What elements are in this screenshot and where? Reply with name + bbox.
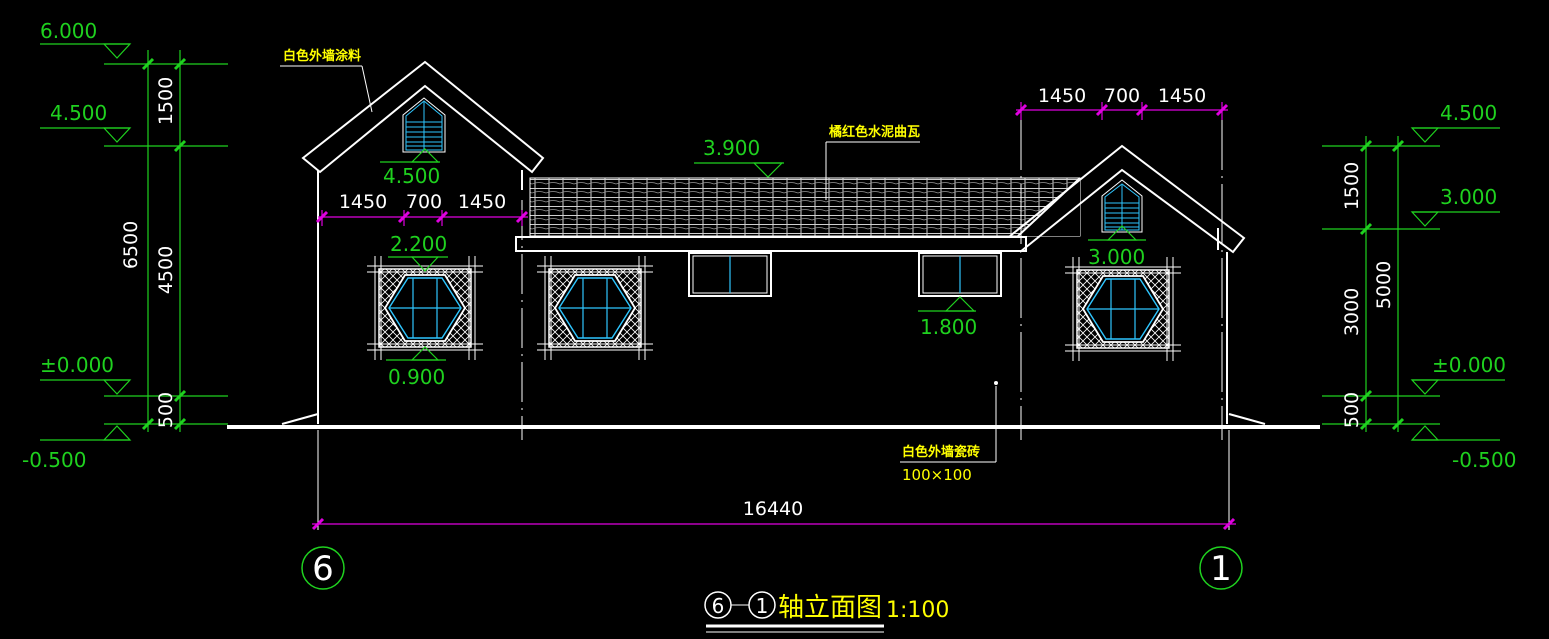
axis-label-right: 1 (1210, 549, 1232, 589)
right-gable-vent (1101, 179, 1143, 233)
gable-dim-right: 1450 700 1450 (1014, 85, 1229, 120)
decor-window-2 (537, 256, 653, 360)
note-wall-tile-size: 100×100 (902, 466, 972, 484)
dim-right-total: 5000 (1373, 261, 1395, 309)
level-4500-right: 4.500 (1440, 101, 1497, 125)
decor-window-3 (1065, 257, 1181, 361)
level-3000-right: 3.000 (1440, 185, 1497, 209)
note-wall-tile: 白色外墙瓷砖 (902, 444, 980, 460)
axis-label-left: 6 (312, 549, 334, 589)
axis-bubble-right: 1 (1199, 546, 1243, 590)
left-level-markers: 6.000 4.500 ±0.000 -0.500 (22, 19, 228, 472)
dim-gable-l-2: 700 (406, 191, 442, 213)
dim-gable-r-2: 700 (1104, 85, 1140, 107)
title-scale: 1:100 (886, 598, 949, 623)
dim-right-mid: 3000 (1341, 288, 1363, 336)
right-dimensions: 1500 3000 500 5000 (1341, 136, 1405, 432)
left-dimensions: 6500 1500 4500 500 (120, 50, 187, 432)
dim-left-upper: 1500 (155, 77, 177, 125)
level-roof-ridge: 3.900 (703, 136, 760, 160)
dim-right-upper: 1500 (1341, 162, 1363, 210)
title-axis-a: 6 (712, 594, 725, 618)
roof-tiles (529, 177, 1081, 237)
right-level-markers: 4.500 3.000 ±0.000 -0.500 (1322, 101, 1516, 472)
overall-dimension: 16440 (311, 498, 1236, 531)
dim-gable-r-3: 1450 (1158, 85, 1206, 107)
left-gable-vent (402, 97, 446, 153)
level-0000-right: ±0.000 (1432, 353, 1506, 377)
level-gable-right: 3.000 (1088, 245, 1145, 269)
drawing-title: 6 1 轴立面图 1:100 (704, 591, 949, 633)
dim-left-mid: 4500 (155, 246, 177, 294)
building-elevation (227, 60, 1320, 530)
level-neg-right: -0.500 (1452, 448, 1516, 472)
level-window-sill: 0.900 (388, 365, 445, 389)
decor-window-1 (367, 256, 483, 360)
building-levels: 4.500 3.900 2.200 0.900 1.800 3.000 (380, 136, 1146, 389)
level-6000-left: 6.000 (40, 19, 97, 43)
dim-gable-l-1: 1450 (339, 191, 387, 213)
left-gable (301, 60, 545, 174)
level-gable-left: 4.500 (383, 164, 440, 188)
level-window-head: 2.200 (390, 232, 447, 256)
gable-dim-left: 1450 700 1450 (315, 191, 529, 226)
level-4500-left: 4.500 (50, 101, 107, 125)
note-gable-paint: 白色外墙涂料 (283, 48, 361, 64)
dim-overall: 16440 (743, 498, 803, 520)
dim-gable-l-3: 1450 (458, 191, 506, 213)
dim-right-base: 500 (1341, 392, 1363, 428)
dim-gable-r-1: 1450 (1038, 85, 1086, 107)
dim-left-total: 6500 (120, 221, 142, 269)
title-axis-b: 1 (756, 594, 769, 618)
level-high-window: 1.800 (920, 315, 977, 339)
axis-bubble-left: 6 (301, 546, 345, 590)
high-window-left (688, 252, 772, 297)
level-neg-left: -0.500 (22, 448, 86, 472)
high-window-right (918, 252, 1002, 297)
dim-left-base: 500 (155, 392, 177, 428)
right-gable (1009, 144, 1246, 254)
level-0000-left: ±0.000 (40, 353, 114, 377)
note-roof-tile: 橘红色水泥曲瓦 (828, 124, 920, 140)
title-text: 轴立面图 (778, 593, 882, 623)
notes: 白色外墙涂料 橘红色水泥曲瓦 白色外墙瓷砖 100×100 (280, 48, 996, 484)
